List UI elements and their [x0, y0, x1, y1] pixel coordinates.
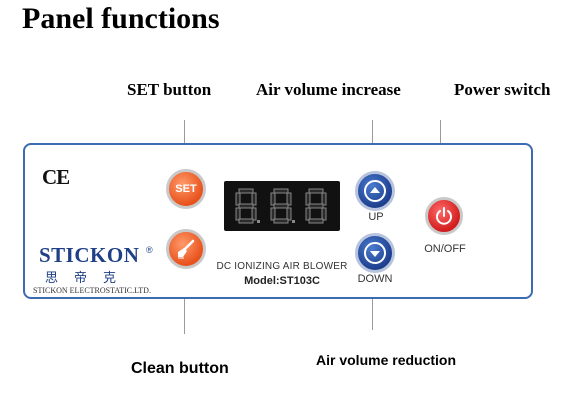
- page-title: Panel functions: [22, 2, 220, 35]
- set-button[interactable]: SET: [166, 169, 206, 209]
- brand-logo: STICKON: [39, 243, 140, 267]
- ce-mark: CE: [42, 165, 70, 189]
- air-volume-down-button[interactable]: [355, 233, 395, 273]
- callout-clean-button: Clean button: [131, 360, 229, 377]
- model-number: Model:ST103C: [244, 275, 320, 287]
- led-digit: [305, 188, 327, 224]
- power-icon: [436, 207, 452, 225]
- set-button-label: SET: [175, 183, 197, 195]
- led-display: [224, 181, 340, 231]
- power-switch-button[interactable]: [425, 197, 463, 235]
- air-volume-up-button[interactable]: [355, 171, 395, 211]
- up-label: UP: [368, 211, 384, 223]
- clean-button[interactable]: [166, 229, 206, 269]
- callout-air-volume-reduction: Air volume reduction: [316, 352, 457, 368]
- brand-chinese-name: 思帝克: [45, 271, 133, 286]
- callout-set-button: SET button: [127, 80, 212, 99]
- product-name: DC IONIZING AIR BLOWER: [216, 261, 348, 272]
- control-panel: CE SET: [23, 143, 533, 299]
- company-name: STICKON ELECTROSTATIC.LTD.: [33, 286, 151, 295]
- onoff-label: ON/OFF: [424, 243, 466, 255]
- leader-line-down: [372, 274, 373, 330]
- down-label: DOWN: [357, 273, 393, 285]
- led-digit: [235, 188, 261, 224]
- led-digit: [270, 188, 295, 224]
- registered-mark: ®: [146, 245, 153, 255]
- callout-air-volume-increase: Air volume increase: [256, 80, 401, 99]
- brush-icon: [178, 239, 195, 259]
- chevron-up-icon: [364, 180, 386, 202]
- callout-power-switch: Power switch: [454, 80, 551, 99]
- chevron-down-icon: [364, 242, 386, 264]
